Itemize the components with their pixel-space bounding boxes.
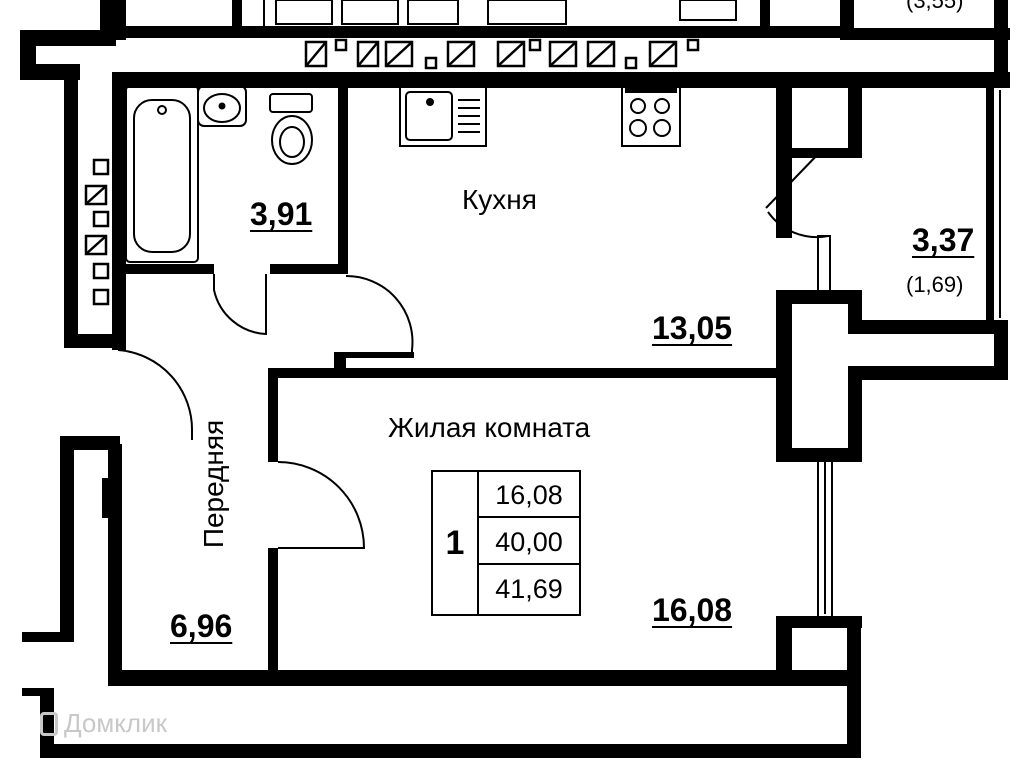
living-area-value: 16,08 <box>479 472 579 518</box>
window <box>817 457 833 619</box>
bathtub-icon <box>125 85 199 263</box>
balcony-area: 3,37 <box>912 222 975 258</box>
hallway-area: 6,96 <box>170 608 233 644</box>
wall <box>788 290 858 304</box>
wall <box>64 78 78 348</box>
stove-icon <box>621 85 681 147</box>
wall <box>102 478 116 518</box>
balcony-area-reduced: (1,69) <box>906 272 964 297</box>
bathroom-area: 3,91 <box>250 196 313 232</box>
wall <box>986 86 994 320</box>
wall <box>232 0 242 30</box>
watermark-text: Домклик <box>64 708 167 738</box>
wall <box>60 436 120 450</box>
sink-icon <box>197 85 247 127</box>
wall <box>270 264 344 274</box>
wall <box>20 64 80 80</box>
wall <box>268 368 784 378</box>
wall <box>840 28 1010 40</box>
wall <box>776 78 792 238</box>
ventilation-shaft-icon <box>304 38 700 70</box>
sink-icon <box>341 0 399 25</box>
hallway-name: Передняя <box>198 419 229 549</box>
wall <box>22 688 52 696</box>
wall <box>994 320 1008 380</box>
living-room-name: Жилая комната <box>388 412 591 443</box>
total-area-with-balcony-value: 41,69 <box>495 574 563 604</box>
wall <box>268 368 278 462</box>
kitchen-area: 13,05 <box>652 310 733 346</box>
toilet-icon <box>269 93 313 165</box>
ventilation-shaft-icon <box>84 158 110 306</box>
wall <box>994 0 1008 88</box>
wall <box>64 334 120 348</box>
stove-icon <box>679 0 737 21</box>
wall <box>760 0 770 32</box>
wall <box>60 436 74 642</box>
door <box>345 274 414 354</box>
wall <box>112 78 126 350</box>
wall <box>338 82 348 274</box>
upper-balcony-area: (3,55) <box>906 0 964 13</box>
wall <box>112 72 832 88</box>
wall <box>112 26 842 38</box>
door <box>213 274 267 336</box>
wall <box>20 30 116 46</box>
wall <box>268 548 278 684</box>
wall <box>776 448 862 462</box>
kitchen-sink-icon <box>399 85 487 147</box>
watermark: Домклик <box>40 708 167 739</box>
wall <box>848 72 862 158</box>
kitchen-name: Кухня <box>462 184 537 215</box>
window <box>817 235 831 293</box>
wall <box>22 632 68 642</box>
wall <box>108 670 848 686</box>
room-count: 1 <box>433 472 479 614</box>
wall <box>40 744 860 758</box>
wall <box>848 366 862 462</box>
wall <box>334 352 414 358</box>
door <box>765 149 829 239</box>
living-room-area: 16,08 <box>652 592 733 628</box>
domclick-logo-icon <box>40 712 58 736</box>
wall <box>776 618 792 684</box>
wall <box>788 148 858 158</box>
apartment-summary: 1 16,08 40,00 41,69 <box>431 470 581 616</box>
door <box>117 349 194 440</box>
wall <box>826 72 1010 88</box>
door <box>277 461 366 549</box>
total-area-value: 40,00 <box>479 519 579 565</box>
wall <box>848 366 1008 380</box>
wall <box>848 320 1008 334</box>
wall <box>118 264 214 274</box>
kitchen-sink-icon <box>487 0 567 25</box>
kitchen-sink-icon <box>407 0 459 25</box>
wall <box>847 620 861 758</box>
wall <box>776 616 862 628</box>
sink-icon <box>275 0 333 25</box>
